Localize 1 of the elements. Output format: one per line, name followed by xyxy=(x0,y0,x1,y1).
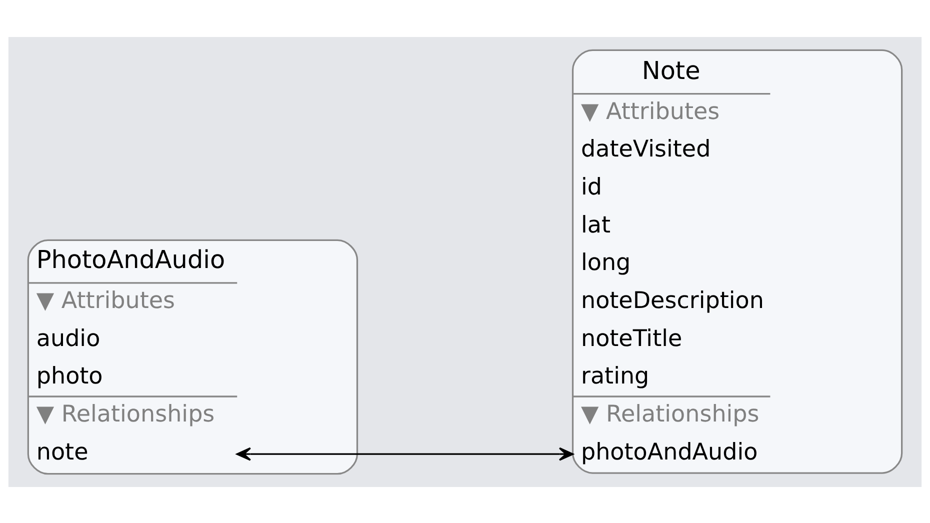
arrow xyxy=(236,446,574,460)
